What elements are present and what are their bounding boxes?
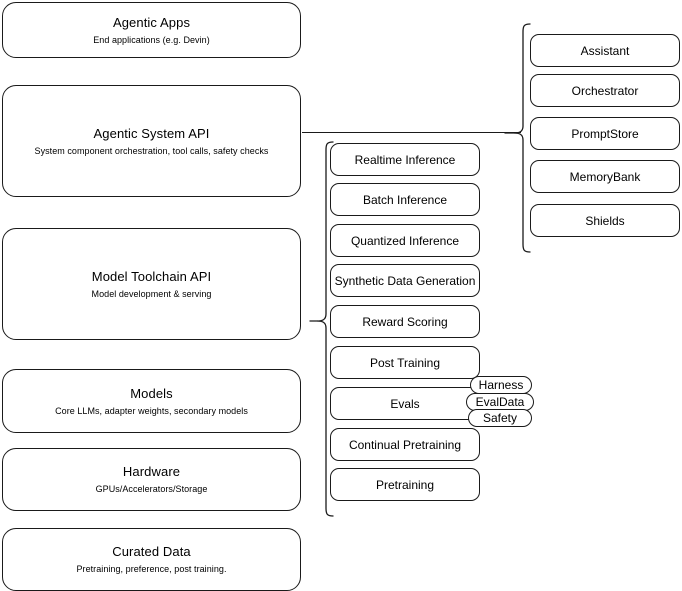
capability-synthetic-data-generation[interactable]: Synthetic Data Generation <box>330 264 480 297</box>
pill-label: Harness <box>478 378 524 392</box>
pill-label: Safety <box>482 411 518 425</box>
component-label: PromptStore <box>571 126 639 141</box>
bracket-toolchain-capabilities <box>309 141 334 517</box>
layer-models[interactable]: Models Core LLMs, adapter weights, secon… <box>2 369 301 433</box>
layer-subtitle: Pretraining, preference, post training. <box>76 564 227 574</box>
layer-title: Curated Data <box>112 544 191 559</box>
layer-title: Hardware <box>122 464 181 479</box>
component-label: MemoryBank <box>569 169 641 184</box>
capability-post-training[interactable]: Post Training <box>330 346 480 379</box>
connector-agentic-system-api-to-components <box>302 132 521 133</box>
capability-continual-pretraining[interactable]: Continual Pretraining <box>330 428 480 461</box>
component-label: Shields <box>585 213 625 228</box>
evals-subcomponent-harness[interactable]: Harness <box>470 376 532 394</box>
capability-evals[interactable]: Evals <box>330 387 480 420</box>
component-label: Orchestrator <box>571 83 639 98</box>
capability-label: Post Training <box>369 355 441 370</box>
capability-reward-scoring[interactable]: Reward Scoring <box>330 305 480 338</box>
layer-subtitle: Model development & serving <box>91 288 212 299</box>
capability-realtime-inference[interactable]: Realtime Inference <box>330 143 480 176</box>
layer-subtitle: GPUs/Accelerators/Storage <box>95 484 208 494</box>
pill-label: EvalData <box>475 395 525 409</box>
layer-subtitle: System component orchestration, tool cal… <box>34 145 269 156</box>
layer-title: Agentic System API <box>93 125 210 141</box>
capability-label: Reward Scoring <box>362 314 448 329</box>
capability-label: Quantized Inference <box>350 233 460 248</box>
layer-model-toolchain-api[interactable]: Model Toolchain API Model development & … <box>2 228 301 340</box>
capability-label: Continual Pretraining <box>348 437 462 452</box>
component-orchestrator[interactable]: Orchestrator <box>530 74 680 107</box>
layer-agentic-system-api[interactable]: Agentic System API System component orch… <box>2 85 301 197</box>
layer-subtitle: Core LLMs, adapter weights, secondary mo… <box>55 405 248 416</box>
bracket-agentic-system-components <box>504 23 531 253</box>
component-memorybank[interactable]: MemoryBank <box>530 160 680 193</box>
layer-subtitle: End applications (e.g. Devin) <box>93 34 210 45</box>
component-label: Assistant <box>580 43 630 58</box>
capability-quantized-inference[interactable]: Quantized Inference <box>330 224 480 257</box>
capability-label: Pretraining <box>375 477 435 492</box>
layer-curated-data[interactable]: Curated Data Pretraining, preference, po… <box>2 528 301 591</box>
layer-title: Agentic Apps <box>112 14 191 30</box>
layer-hardware[interactable]: Hardware GPUs/Accelerators/Storage <box>2 448 301 511</box>
layer-title: Model Toolchain API <box>91 268 212 284</box>
component-assistant[interactable]: Assistant <box>530 34 680 67</box>
evals-subcomponent-safety[interactable]: Safety <box>468 409 532 427</box>
component-shields[interactable]: Shields <box>530 204 680 237</box>
layer-title: Models <box>130 385 173 401</box>
capability-label: Synthetic Data Generation <box>334 273 476 288</box>
layer-agentic-apps[interactable]: Agentic Apps End applications (e.g. Devi… <box>2 2 301 58</box>
capability-pretraining[interactable]: Pretraining <box>330 468 480 501</box>
capability-label: Realtime Inference <box>354 152 456 167</box>
component-promptstore[interactable]: PromptStore <box>530 117 680 150</box>
capability-batch-inference[interactable]: Batch Inference <box>330 183 480 216</box>
capability-label: Batch Inference <box>362 192 448 207</box>
capability-label: Evals <box>390 396 420 411</box>
